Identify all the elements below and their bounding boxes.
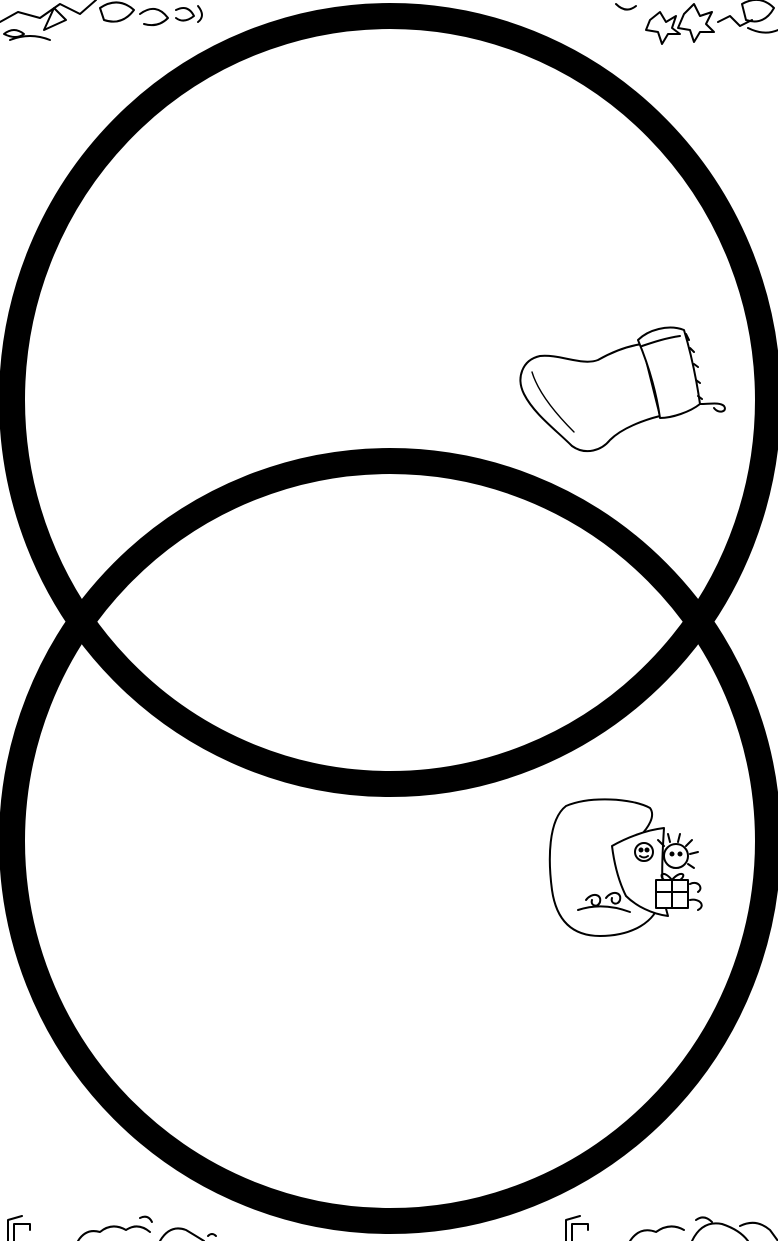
corner-ornament-top-left-icon [0,0,202,40]
stocking-icon [521,328,725,452]
corner-ornament-bottom-right-icon [566,1216,778,1241]
corner-ornament-top-right-icon [616,0,778,44]
corner-ornament-bottom-left-icon [8,1216,216,1241]
santa-sack-icon [550,799,702,936]
